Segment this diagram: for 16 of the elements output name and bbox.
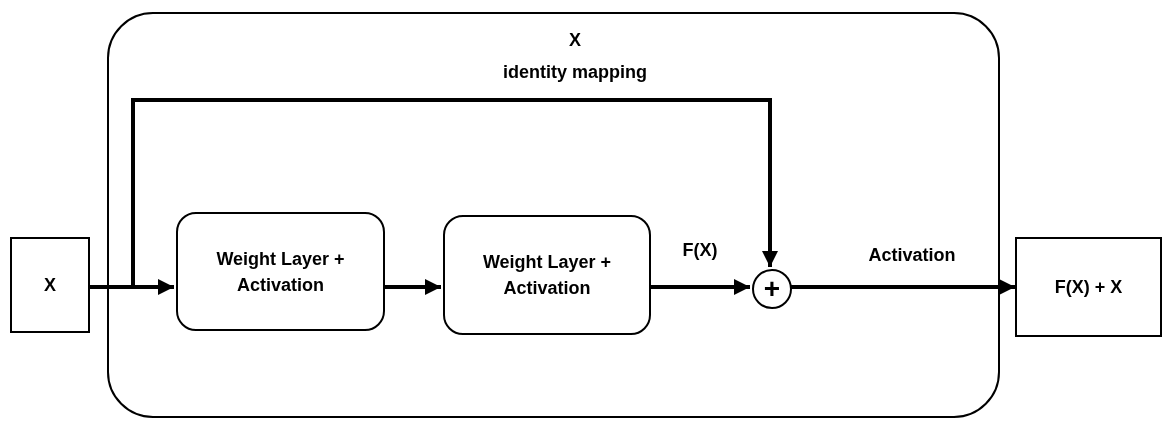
box-label: Weight Layer + Activation <box>481 251 613 300</box>
sum-circle <box>752 269 792 309</box>
layer-box <box>443 215 651 335</box>
box-label: X <box>43 274 57 297</box>
box-label: F(X) + X <box>1053 276 1124 299</box>
box-label: Weight Layer + Activation <box>215 247 346 297</box>
arrow <box>649 279 750 295</box>
arrow <box>383 279 441 295</box>
residual-block <box>107 12 1000 418</box>
arrow <box>790 279 1015 295</box>
process-box <box>10 237 90 333</box>
process-box <box>1015 237 1162 337</box>
heading-text: identity mapping <box>503 61 647 84</box>
layer-box <box>176 212 385 331</box>
plus-sign: + <box>762 275 782 303</box>
heading-text: X <box>569 29 581 52</box>
